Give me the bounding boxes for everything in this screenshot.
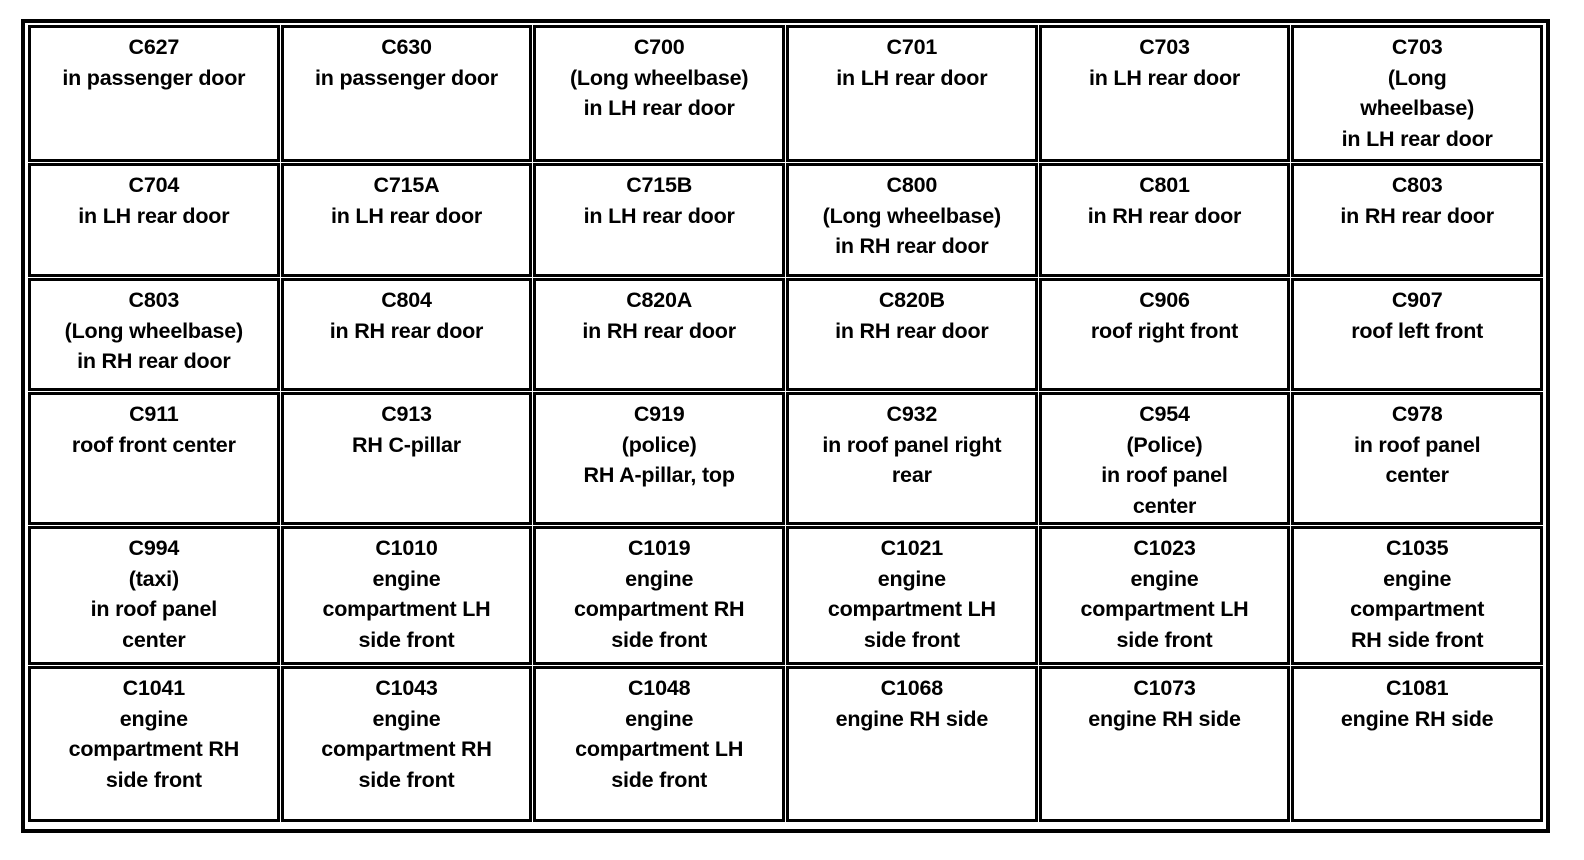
cell-text: C801 in RH rear door xyxy=(1087,173,1242,228)
cell-text: C820A in RH rear door xyxy=(582,288,736,343)
table-cell: C700 (Long wheelbase) in LH rear door xyxy=(533,25,785,162)
table-cell: C1021 engine compartment LH side front xyxy=(786,526,1038,665)
table-cell: C919 (police) RH A-pillar, top xyxy=(533,392,785,525)
table-cell: C907 roof left front xyxy=(1291,278,1543,391)
cell-text: C715A in LH rear door xyxy=(330,173,483,228)
table-cell: C800 (Long wheelbase) in RH rear door xyxy=(786,163,1038,277)
table-cell: C954 (Police) in roof panel center xyxy=(1038,392,1291,525)
cell-text: C704 in LH rear door xyxy=(78,173,230,228)
table-cell: C1043 engine compartment RH side front xyxy=(280,666,533,822)
table-cell: C820B in RH rear door xyxy=(786,278,1038,391)
cell-text: C1019 engine compartment RH side front xyxy=(573,536,745,653)
table-cell: C803 (Long wheelbase) in RH rear door xyxy=(28,278,280,391)
table-cell: C1023 engine compartment LH side front xyxy=(1038,526,1291,665)
cell-text: C911 roof front center xyxy=(71,402,236,457)
cell-text: C913 RH C-pillar xyxy=(352,402,461,457)
table-cell: C820A in RH rear door xyxy=(533,278,785,391)
cell-text: C820B in RH rear door xyxy=(835,288,989,343)
cell-text: C703 (Long wheelbase) in LH rear door xyxy=(1341,35,1493,152)
table-cell: C1019 engine compartment RH side front xyxy=(533,526,785,665)
cell-text: C1081 engine RH side xyxy=(1340,676,1494,731)
cell-text: C906 roof right front xyxy=(1090,288,1239,343)
cell-text: C1073 engine RH side xyxy=(1088,676,1241,731)
table-cell: C906 roof right front xyxy=(1038,278,1291,391)
table-cell: C913 RH C-pillar xyxy=(280,392,533,525)
cell-text: C932 in roof panel right rear xyxy=(822,402,1002,488)
table-cell: C1081 engine RH side xyxy=(1291,666,1543,822)
cell-text: C715B in LH rear door xyxy=(583,173,735,228)
cell-text: C994 (taxi) in roof panel center xyxy=(90,536,218,653)
cell-text: C803 in RH rear door xyxy=(1340,173,1494,228)
table-cell: C994 (taxi) in roof panel center xyxy=(28,526,280,665)
cell-text: C703 in LH rear door xyxy=(1088,35,1241,90)
table-cell: C803 in RH rear door xyxy=(1291,163,1543,277)
cell-text: C1048 engine compartment LH side front xyxy=(575,676,744,793)
cell-text: C1010 engine compartment LH side front xyxy=(322,536,491,653)
table-cell: C630 in passenger door xyxy=(280,25,533,162)
table-cell: C704 in LH rear door xyxy=(28,163,280,277)
table-cell: C703 (Long wheelbase) in LH rear door xyxy=(1291,25,1543,162)
cell-text: C1043 engine compartment RH side front xyxy=(321,676,492,793)
table-cell: C1073 engine RH side xyxy=(1038,666,1291,822)
cell-text: C1041 engine compartment RH side front xyxy=(68,676,240,793)
cell-text: C804 in RH rear door xyxy=(329,288,484,343)
cell-text: C1035 engine compartment RH side front xyxy=(1350,536,1485,653)
cell-text: C701 in LH rear door xyxy=(836,35,988,90)
table-cell: C1068 engine RH side xyxy=(786,666,1038,822)
table-cell: C1041 engine compartment RH side front xyxy=(28,666,280,822)
table-cell: C1035 engine compartment RH side front xyxy=(1291,526,1543,665)
cell-text: C954 (Police) in roof panel center xyxy=(1101,402,1228,519)
table-cell: C701 in LH rear door xyxy=(786,25,1038,162)
cell-text: C907 roof left front xyxy=(1351,288,1484,343)
cell-text: C978 in roof panel center xyxy=(1353,402,1481,488)
cell-text: C800 (Long wheelbase) in RH rear door xyxy=(822,173,1002,259)
cell-text: C1023 engine compartment LH side front xyxy=(1080,536,1249,653)
table-cell: C627 in passenger door xyxy=(28,25,280,162)
table-cell: C804 in RH rear door xyxy=(280,278,533,391)
cell-text: C1021 engine compartment LH side front xyxy=(827,536,996,653)
table-cell: C1010 engine compartment LH side front xyxy=(280,526,533,665)
table-cell: C978 in roof panel center xyxy=(1291,392,1543,525)
table-cell: C911 roof front center xyxy=(28,392,280,525)
cell-text: C1068 engine RH side xyxy=(835,676,989,731)
connector-location-table: C627 in passenger door C630 in passenger… xyxy=(21,19,1550,833)
table-cell: C715B in LH rear door xyxy=(533,163,785,277)
cell-text: C627 in passenger door xyxy=(62,35,246,90)
cell-text: C803 (Long wheelbase) in RH rear door xyxy=(64,288,244,374)
cell-text: C919 (police) RH A-pillar, top xyxy=(583,402,735,488)
cell-text: C700 (Long wheelbase) in LH rear door xyxy=(569,35,749,121)
table-cell: C1048 engine compartment LH side front xyxy=(533,666,785,822)
table-cell: C801 in RH rear door xyxy=(1038,163,1291,277)
cell-text: C630 in passenger door xyxy=(315,35,498,90)
table-cell: C703 in LH rear door xyxy=(1038,25,1291,162)
table-cell: C932 in roof panel right rear xyxy=(786,392,1038,525)
table-cell: C715A in LH rear door xyxy=(280,163,533,277)
table-grid: C627 in passenger door C630 in passenger… xyxy=(28,25,1543,827)
